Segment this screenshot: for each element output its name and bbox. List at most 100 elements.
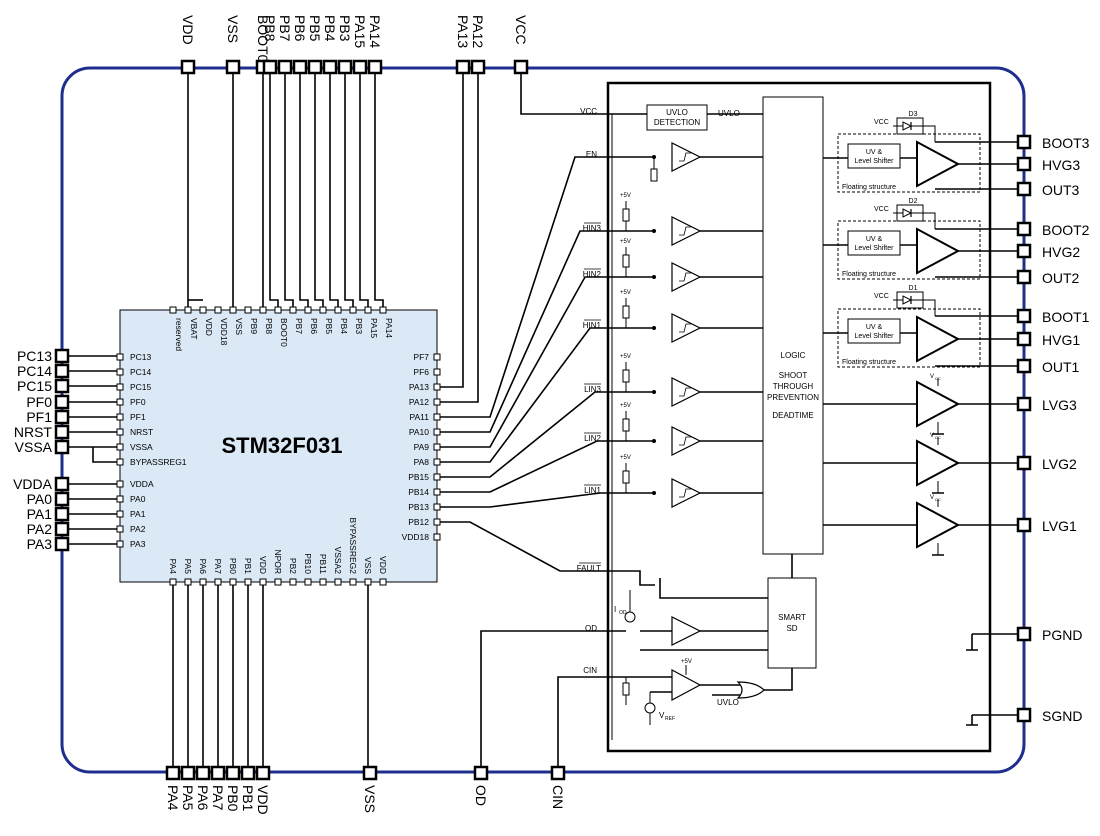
or-gate bbox=[736, 681, 765, 699]
mcu-left-label-pf1: PF1 bbox=[130, 412, 146, 422]
plus5v-label: +5V bbox=[620, 455, 631, 461]
pkg-pin-pa7 bbox=[210, 765, 226, 781]
vcc-label: VCC bbox=[874, 119, 889, 126]
hysteresis-symbol bbox=[679, 152, 691, 162]
signal-hin2: HIN2 bbox=[583, 270, 602, 279]
mcu-right-label-pb14: PB14 bbox=[408, 487, 429, 497]
pkg-pin-pa14 bbox=[367, 59, 383, 75]
plus5v-label: +5V bbox=[620, 193, 631, 199]
pkg-label-vssa: VSSA bbox=[15, 439, 53, 455]
logic-block bbox=[762, 96, 824, 555]
wire bbox=[359, 73, 369, 307]
mcu-bottom-label-npor: NPOR bbox=[273, 549, 283, 574]
level-shifter-block bbox=[847, 230, 901, 256]
pkg-pin-pa2 bbox=[54, 521, 70, 537]
diode-label: D2 bbox=[909, 198, 918, 205]
mcu-right-label-pa9: PA9 bbox=[414, 442, 430, 452]
mcu-left-pin-pa0 bbox=[116, 495, 124, 503]
mcu-left-pin-pc13 bbox=[116, 353, 124, 361]
pkg-pin-out3 bbox=[1016, 181, 1032, 197]
pkg-pin-pa0 bbox=[54, 491, 70, 507]
pkg-pin-pb1 bbox=[240, 765, 256, 781]
mcu-left-pin-bypassreg1 bbox=[116, 458, 124, 466]
mcu-top-pin-pb9 bbox=[244, 306, 252, 314]
pkg-label-vdd: VDD bbox=[180, 15, 196, 45]
level-shifter-block bbox=[847, 143, 901, 169]
mcu-left-label-pa2: PA2 bbox=[130, 524, 146, 534]
active-low-overbars bbox=[579, 222, 601, 564]
smart-sd-line2: SD bbox=[786, 624, 797, 633]
wire bbox=[284, 73, 294, 307]
pkg-pin-lvg2 bbox=[1016, 455, 1032, 471]
mcu-top-pin-pb4 bbox=[334, 306, 342, 314]
pkg-label-cin: CIN bbox=[550, 785, 566, 809]
pkg-label-sgnd: SGND bbox=[1042, 708, 1082, 724]
ls-label-2: Level Shifter bbox=[855, 245, 895, 252]
pkg-pin-pb3 bbox=[337, 59, 353, 75]
mcu-name: STM32F031 bbox=[221, 433, 342, 458]
ls-label-2: Level Shifter bbox=[855, 333, 895, 340]
signal-hin3: HIN3 bbox=[583, 224, 602, 233]
mcu-bottom-pin-pb0 bbox=[229, 578, 237, 586]
mcu-top-label-pb3: PB3 bbox=[354, 318, 364, 334]
pkg-label-out2: OUT2 bbox=[1042, 270, 1080, 286]
gate-driver-block bbox=[606, 81, 992, 753]
pkg-pin-lvg3 bbox=[1016, 396, 1032, 412]
pkg-pin-pb4 bbox=[322, 59, 338, 75]
diode bbox=[902, 121, 913, 131]
signal-lin2: LIN2 bbox=[584, 434, 601, 443]
pkg-label-boot2: BOOT2 bbox=[1042, 222, 1090, 238]
pkg-pin-pa4 bbox=[165, 765, 181, 781]
hysteresis-symbol bbox=[679, 436, 691, 446]
signal-od: OD bbox=[585, 624, 597, 633]
mcu-top-pin-vdd bbox=[199, 306, 207, 314]
mcu-right-pin-pb14 bbox=[433, 488, 441, 496]
low-side-driver bbox=[916, 501, 961, 549]
mcu-right-pin-pf7 bbox=[433, 353, 441, 361]
mcu-bottom-pin-bypassreg2 bbox=[349, 578, 357, 586]
pkg-label-boot1: BOOT1 bbox=[1042, 309, 1090, 325]
pkg-pin-out2 bbox=[1016, 269, 1032, 285]
mcu-top-label-pb6: PB6 bbox=[309, 318, 319, 334]
mcu-right-pin-vdd18 bbox=[433, 533, 441, 541]
mcu-bottom-label-vss: VSS bbox=[363, 557, 373, 574]
vcc-label: VCC bbox=[874, 293, 889, 300]
pkg-label-pc14: PC14 bbox=[17, 363, 52, 379]
junction-dot bbox=[652, 491, 656, 495]
wire bbox=[92, 447, 117, 463]
signal-fault: FAULT bbox=[577, 564, 601, 573]
resistor bbox=[622, 305, 630, 319]
iod-label: I bbox=[614, 605, 616, 614]
pkg-label-pb8: PB8 bbox=[262, 15, 278, 42]
mcu-bottom-label-pb0: PB0 bbox=[228, 558, 238, 574]
pkg-label-vdda: VDDA bbox=[13, 476, 53, 492]
wire bbox=[440, 521, 655, 586]
low-side-driver bbox=[916, 439, 961, 487]
wire bbox=[314, 73, 324, 307]
mcu-left-pin-vssa bbox=[116, 443, 124, 451]
mcu-bottom-label-pb2: PB2 bbox=[288, 558, 298, 574]
mcu-right-pin-pa10 bbox=[433, 428, 441, 436]
plus5v-cin: +5V bbox=[681, 659, 692, 665]
mcu-pins: PC13PC14PC15PF0PF1NRSTVSSABYPASSREG1VDDA… bbox=[116, 306, 441, 586]
mcu-top-pin-pb7 bbox=[289, 306, 297, 314]
pkg-label-pa5: PA5 bbox=[180, 785, 196, 811]
mcu-bottom-pin-pa4 bbox=[169, 578, 177, 586]
pkg-pin-vdda bbox=[54, 476, 70, 492]
mcu-top-label-pa15: PA15 bbox=[369, 318, 379, 338]
ls-label-2: Level Shifter bbox=[855, 158, 895, 165]
mcu-top-label-reserved: reserved bbox=[174, 318, 184, 351]
ls-label-1: UV & bbox=[866, 324, 883, 331]
pkg-label-pa12: PA12 bbox=[470, 15, 486, 48]
mcu-right-pin-pf6 bbox=[433, 368, 441, 376]
pkg-pin-pa1 bbox=[54, 506, 70, 522]
signal-cin: CIN bbox=[583, 666, 597, 675]
pkg-label-hvg3: HVG3 bbox=[1042, 157, 1080, 173]
mcu-right-label-pb13: PB13 bbox=[408, 502, 429, 512]
mcu-left-label-pa0: PA0 bbox=[130, 494, 146, 504]
logic-line1: LOGIC bbox=[781, 351, 806, 360]
pkg-pin-pa3 bbox=[54, 536, 70, 552]
junction-dot bbox=[652, 275, 656, 279]
pkg-label-pgnd: PGND bbox=[1042, 627, 1082, 643]
